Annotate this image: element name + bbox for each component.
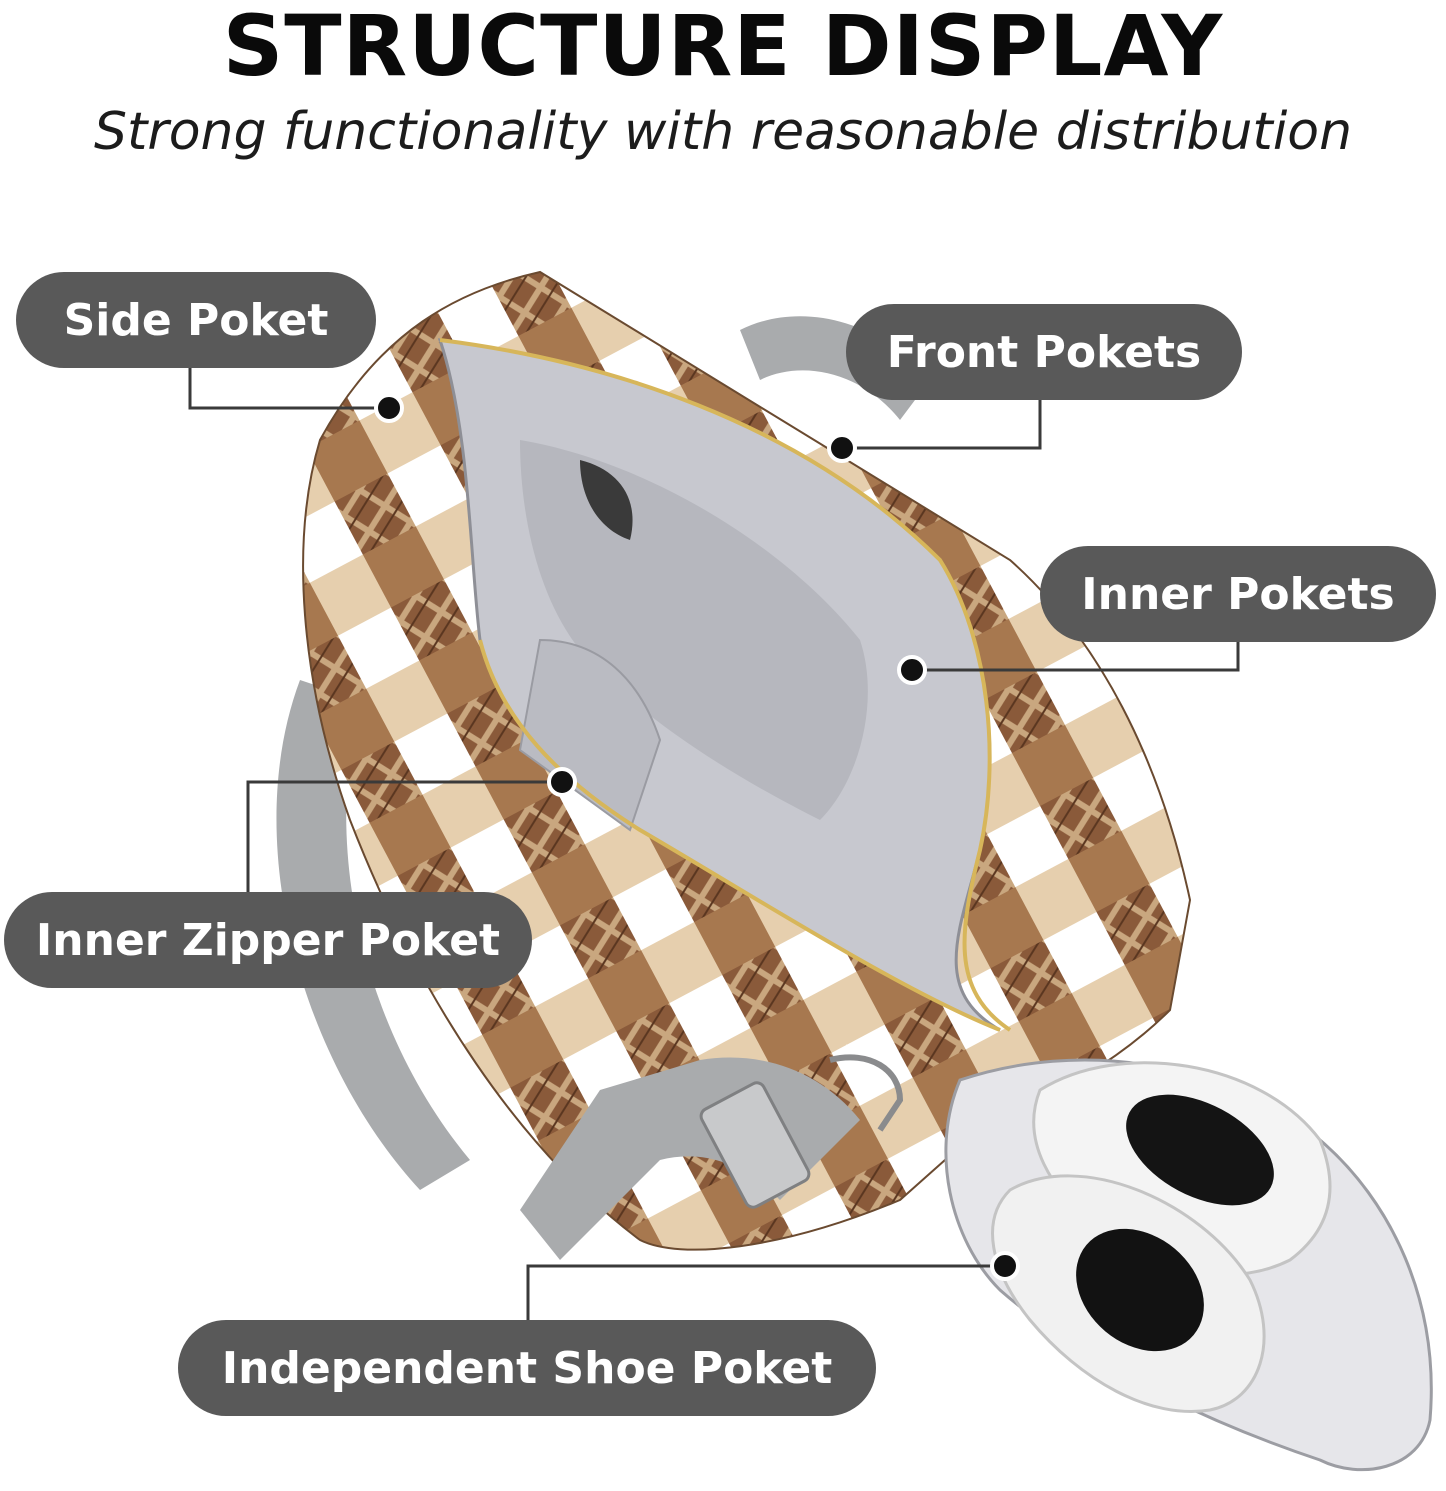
callout-dots	[374, 393, 1020, 1281]
dot-front	[827, 433, 857, 463]
dot-inner	[897, 655, 927, 685]
page-subtitle: Strong functionality with reasonable dis…	[93, 102, 1353, 162]
side-poket-label: Side Poket	[16, 272, 376, 368]
dot-side	[374, 393, 404, 423]
leader-side	[188, 360, 385, 410]
main-zipper	[439, 338, 1012, 1032]
strap-buckle	[699, 1081, 811, 1209]
inner-pokets-label: Inner Pokets	[1040, 546, 1436, 642]
leader-inner	[912, 638, 1240, 672]
inner-zipper-poket-label: Inner Zipper Poket	[4, 892, 532, 988]
leader-lines	[188, 360, 1240, 1323]
dot-shoe	[990, 1251, 1020, 1281]
dot-inner-zipper	[547, 767, 577, 797]
independent-shoe-poket-label: Independent Shoe Poket	[178, 1320, 876, 1416]
shoe-opening-upper	[1126, 1094, 1274, 1206]
handle-strap-left	[276, 680, 470, 1190]
shoe-opening-lower	[1076, 1228, 1204, 1352]
leader-shoe	[526, 1264, 1005, 1323]
leader-front	[842, 396, 1042, 450]
page-title: STRUCTURE DISPLAY	[222, 0, 1224, 95]
leader-inner-zipper	[246, 780, 562, 893]
snap-hook	[829, 1054, 904, 1132]
front-pokets-label: Front Pokets	[846, 304, 1242, 400]
